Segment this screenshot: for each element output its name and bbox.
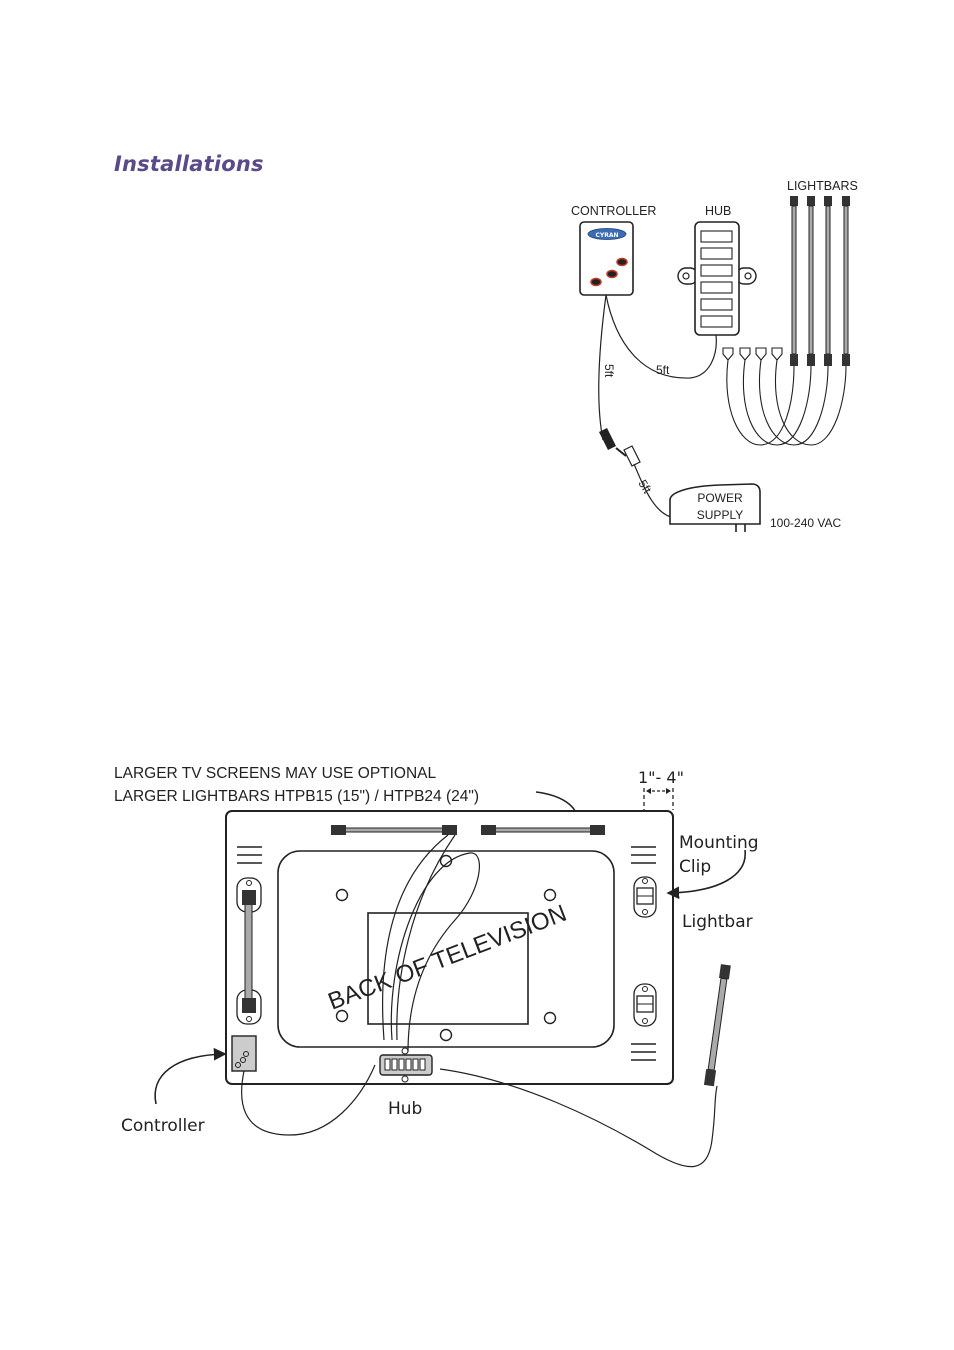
mounting-clip [633,876,657,1027]
page-heading: Installations [114,152,264,176]
mounting-clip-label-line1: Mounting [679,833,759,853]
controller-caption: CONTROLLER [571,204,656,218]
hub-mounted [379,1047,433,1083]
lightbars-caption: LIGHTBARS [787,179,858,193]
svg-text:SUPPLY: SUPPLY [697,508,743,522]
controller-button-icon [606,269,618,279]
svg-text:CYRAN: CYRAN [595,232,618,239]
power-supply-unit: POWER SUPPLY [669,483,761,532]
spacing-label: 1"- 4" [638,768,684,787]
controller-mounted [231,1035,257,1072]
hub-caption: HUB [705,204,731,218]
brand-logo [587,228,627,240]
voltage-label: 100-240 VAC [770,516,841,530]
hub-cable-length: 5ft [656,363,670,377]
hub-label: Hub [388,1099,422,1119]
controller-label: Controller [121,1116,205,1136]
optional-note-line1: LARGER TV SCREENS MAY USE OPTIONAL [114,765,437,782]
controller-button-icon [590,277,602,287]
optional-note-line2: LARGER LIGHTBARS HTPB15 (15") / HTPB24 (… [114,788,479,805]
lightbars-group [722,196,850,446]
left-lightbar [236,877,262,1025]
loose-lightbar [703,964,731,1087]
top-lightbars [331,825,605,835]
hub-unit [677,221,757,336]
power-cable-length: 5ft [635,477,654,496]
controller-button-icon [616,257,628,267]
wiring-diagram: CONTROLLER HUB LIGHTBARS CYRAN [571,179,858,532]
svg-text:POWER: POWER [697,491,743,505]
controller-unit: CYRAN [579,221,634,296]
controller-cable-length: 5ft [602,364,616,378]
mounting-diagram: LARGER TV SCREENS MAY USE OPTIONAL LARGE… [114,765,759,1168]
lightbar-label: Lightbar [682,912,753,932]
mounting-clip-label-line2: Clip [679,857,711,877]
